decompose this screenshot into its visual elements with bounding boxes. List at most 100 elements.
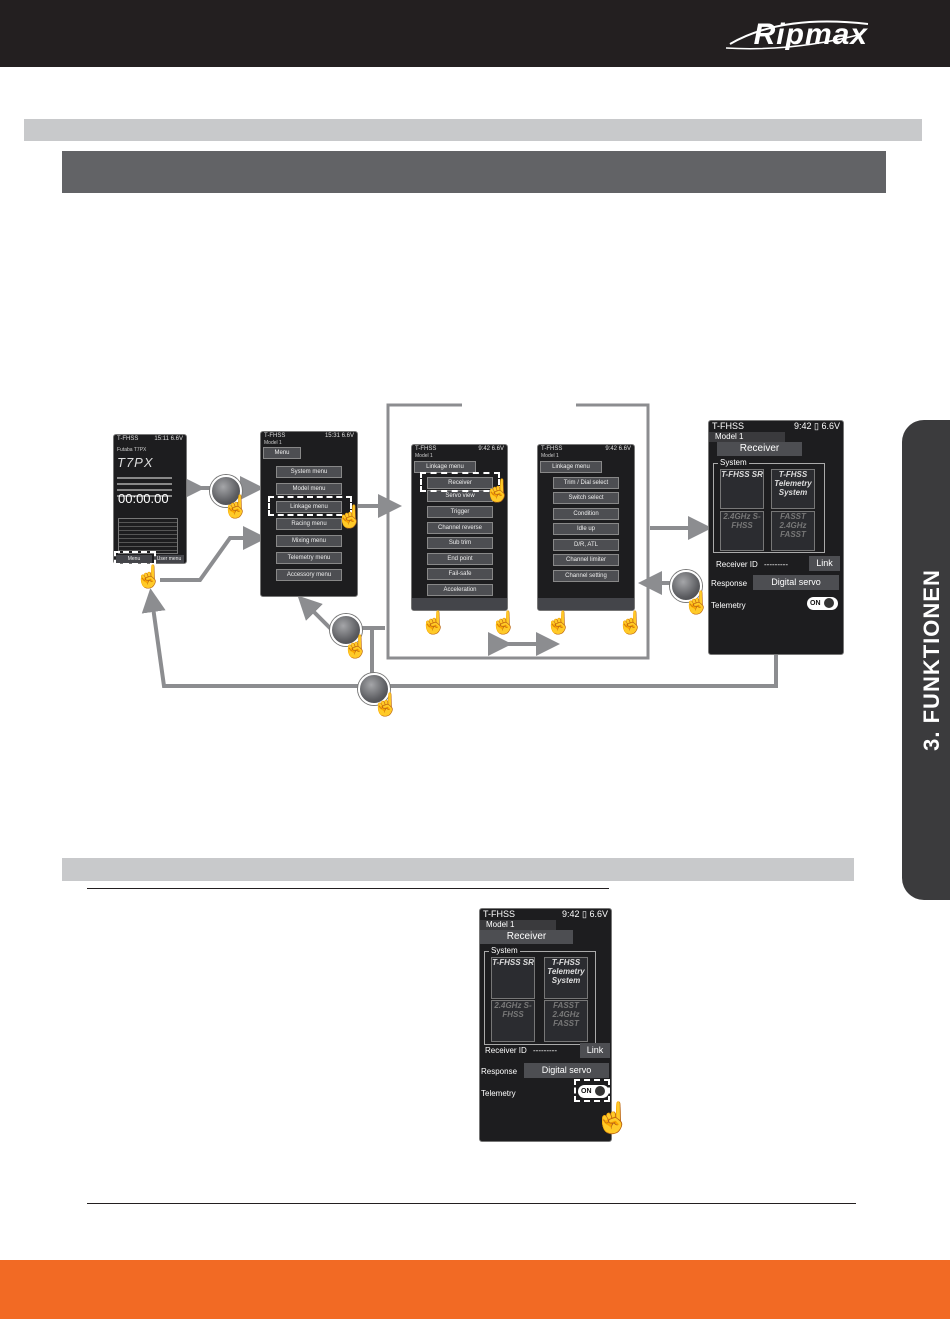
touch-hand-icon: ☝ (617, 610, 645, 635)
tab-user-menu[interactable]: User menu (154, 555, 184, 563)
divider (87, 888, 609, 889)
status-time: 9:42 (561, 909, 580, 919)
tile-tfhss-telemetry[interactable]: T-FHSS Telemetry System (544, 957, 588, 999)
receiver-id-label: Receiver ID (716, 560, 758, 569)
linkage-item-trigger[interactable]: Trigger (427, 506, 493, 518)
telemetry-toggle-label: ON (810, 600, 821, 607)
touch-button-icon (330, 614, 362, 646)
status-voltage: 6.6V (589, 909, 608, 919)
touch-hand-icon: ☝ (594, 1102, 632, 1135)
link-button[interactable]: Link (580, 1043, 610, 1058)
receiver-id-value: --------- (764, 560, 788, 569)
tab-menu[interactable]: Menu (116, 555, 152, 563)
chapter-tab: 3. FUNKTIONEN (902, 420, 950, 900)
linkage-item-channel-reverse[interactable]: Channel reverse (427, 522, 493, 534)
status-left: T-FHSS (117, 436, 139, 442)
highlight-outline (574, 1079, 610, 1102)
model-label: Model 1 (541, 453, 559, 459)
status-left: T-FHSS (264, 433, 286, 439)
highlight-outline (420, 472, 500, 492)
model-label: Model 1 (480, 920, 556, 930)
touch-hand-icon: ☝ (135, 564, 163, 589)
status-right: 15:11 6.6V (154, 436, 183, 442)
linkage-screen-page2: T-FHSS 9:42 6.6V Model 1 Linkage menu Tr… (537, 444, 635, 611)
status-bar: T-FHSS 15:11 6.6V (114, 435, 186, 443)
touch-hand-icon: ☝ (222, 494, 250, 519)
status-time: 9:42 (793, 421, 812, 431)
receiver-id-value: --------- (533, 1046, 557, 1055)
linkage-item-switch-select[interactable]: Switch select (553, 492, 619, 504)
touch-button-icon (358, 673, 390, 705)
telemetry-toggle[interactable]: ON (807, 597, 838, 610)
telemetry-label: Telemetry (711, 601, 746, 610)
menu-item-linkage[interactable]: Linkage menu (276, 501, 342, 513)
telemetry-toggle-label: ON (581, 1088, 592, 1095)
model-label: Model 1 (264, 440, 282, 446)
menu-item-system[interactable]: System menu (276, 466, 342, 478)
response-label: Response (711, 579, 748, 588)
page-nav-bar[interactable] (412, 598, 507, 610)
tile-tfhss-telemetry[interactable]: T-FHSS Telemetry System (771, 469, 815, 509)
receiver-screen-flow: T-FHSS 9:42 ▯ 6.6V Model 1 Receiver Syst… (708, 420, 844, 655)
touch-hand-icon: ☝ (484, 478, 512, 503)
status-right: 9:42 6.6V (478, 446, 504, 452)
touch-hand-icon: ☝ (342, 634, 370, 659)
linkage-item-sub-trim[interactable]: Sub trim (427, 537, 493, 549)
linkage-item-dr-atl[interactable]: D/R, ATL (553, 539, 619, 551)
touch-hand-icon: ☝ (372, 692, 400, 717)
linkage-item-fail-safe[interactable]: Fail-safe (427, 568, 493, 580)
status-voltage: 6.6V (821, 421, 840, 431)
logo-swoosh-icon (725, 20, 869, 50)
linkage-screen-page1: T-FHSS 9:42 6.6V Model 1 Linkage menu Re… (411, 444, 508, 611)
linkage-item-end-point[interactable]: End point (427, 553, 493, 565)
tile-tfhss-sr[interactable]: T-FHSS SR (720, 469, 764, 509)
menu-title: Menu (263, 447, 301, 459)
status-left: T-FHSS (541, 446, 563, 452)
status-left: T-FHSS (712, 421, 745, 431)
trim-bars (117, 475, 172, 497)
timer: 00:00.00 (118, 491, 169, 506)
linkage-item-channel-setting[interactable]: Channel setting (553, 570, 619, 582)
system-group: System T-FHSS SR T-FHSS Telemetry System… (713, 458, 825, 553)
highlight-outline (114, 551, 156, 565)
menu-item-mixing[interactable]: Mixing menu (276, 535, 342, 547)
tile-sfhss[interactable]: 2.4GHz S-FHSS (720, 511, 764, 551)
toggle-knob (595, 1086, 605, 1096)
touch-hand-icon: ☝ (490, 610, 518, 635)
linkage-item-acceleration[interactable]: Acceleration (427, 584, 493, 596)
linkage-item-channel-limiter[interactable]: Channel limiter (553, 554, 619, 566)
status-bar: T-FHSS 9:42 6.6V (538, 445, 634, 453)
menu-item-telemetry[interactable]: Telemetry menu (276, 552, 342, 564)
linkage-title: Linkage menu (540, 461, 602, 473)
telemetry-label: Telemetry (481, 1089, 516, 1098)
status-bar: T-FHSS 9:42 ▯ 6.6V (480, 909, 611, 920)
toggle-knob (824, 598, 834, 608)
response-select[interactable]: Digital servo (753, 575, 839, 590)
subsection-bar (62, 858, 854, 881)
page-nav-bar[interactable] (538, 598, 634, 610)
linkage-item-trim-dial-select[interactable]: Trim / Dial select (553, 477, 619, 489)
highlight-outline (268, 496, 352, 516)
menu-item-racing[interactable]: Racing menu (276, 518, 342, 530)
info-panel (118, 518, 178, 554)
section-bar (24, 119, 922, 141)
linkage-item-idle-up[interactable]: Idle up (553, 523, 619, 535)
menu-item-model[interactable]: Model menu (276, 483, 342, 495)
status-right: 15:31 6.6V (324, 433, 354, 439)
menu-item-accessory[interactable]: Accessory menu (276, 569, 342, 581)
tile-fasst[interactable]: FASST 2.4GHz FASST (544, 1000, 588, 1042)
touch-hand-icon: ☝ (420, 610, 448, 635)
divider (87, 1203, 856, 1204)
response-select[interactable]: Digital servo (524, 1063, 609, 1078)
linkage-item-receiver[interactable]: Receiver (427, 477, 493, 489)
status-right: 9:42 ▯ 6.6V (561, 909, 608, 919)
status-left: T-FHSS (415, 446, 437, 452)
model-label: Model 1 (709, 432, 785, 442)
tile-sfhss[interactable]: 2.4GHz S-FHSS (491, 1000, 535, 1042)
tile-fasst[interactable]: FASST 2.4GHz FASST (771, 511, 815, 551)
telemetry-toggle[interactable]: ON (578, 1085, 609, 1098)
linkage-item-condition[interactable]: Condition (553, 508, 619, 520)
tile-tfhss-sr[interactable]: T-FHSS SR (491, 957, 535, 999)
link-button[interactable]: Link (809, 556, 840, 571)
